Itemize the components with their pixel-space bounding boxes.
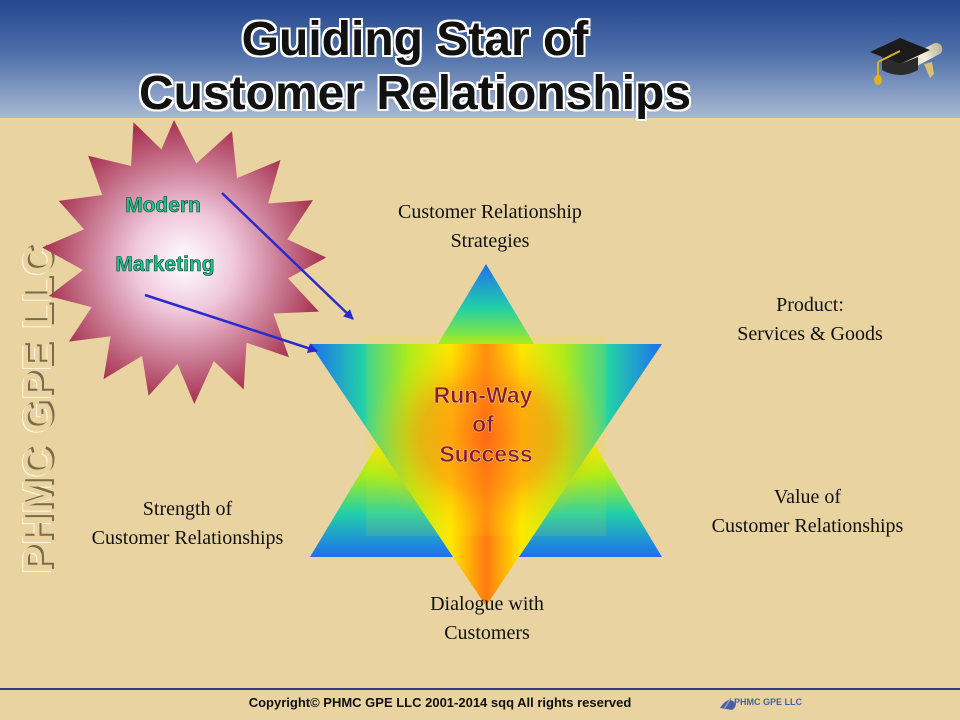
center-text-line2: of	[472, 411, 494, 437]
label-lower-right-line2: Customer Relationships	[711, 515, 904, 537]
arrow-to-star-left	[144, 293, 318, 353]
center-text-line3: Success	[439, 441, 532, 467]
label-top: Customer Relationship Strategies	[340, 198, 640, 256]
starburst-shape	[42, 120, 327, 404]
label-lower-right: Value of Customer Relationships	[670, 483, 945, 541]
slide-title-line1: Guiding Star of	[241, 13, 589, 66]
star-core	[366, 336, 606, 536]
label-lower-left-line2: Customer Relationships	[91, 527, 284, 549]
burst-text-line1: Modern	[125, 194, 201, 217]
copyright-text: Copyright© PHMC GPE LLC 2001-2014 sqq Al…	[248, 695, 632, 710]
slide-title-line2: Customer Relationships	[138, 67, 692, 120]
label-bottom: Dialogue with Customers	[367, 590, 607, 648]
arrow-to-star-top	[221, 192, 354, 320]
label-lower-left-line1: Strength of	[142, 498, 233, 520]
label-top-line1: Customer Relationship	[398, 201, 582, 223]
title-bar	[0, 0, 960, 118]
label-upper-right-line2: Services & Goods	[737, 323, 883, 345]
label-bottom-line1: Dialogue with	[430, 593, 544, 615]
burst-text-line2: Marketing	[115, 253, 214, 276]
footer-logo-text: PHMC GPE LLC	[734, 697, 803, 707]
footer-divider	[0, 688, 960, 690]
center-text-line1: Run-Way	[434, 382, 533, 408]
label-top-line2: Strategies	[450, 230, 530, 252]
company-logo-icon	[720, 697, 736, 710]
label-upper-right-line1: Product:	[776, 294, 844, 316]
label-lower-right-line1: Value of	[773, 486, 842, 508]
label-bottom-line2: Customers	[444, 622, 530, 644]
label-lower-left: Strength of Customer Relationships	[55, 495, 320, 553]
label-upper-right: Product: Services & Goods	[690, 291, 930, 349]
graduation-cap-icon	[870, 38, 943, 85]
